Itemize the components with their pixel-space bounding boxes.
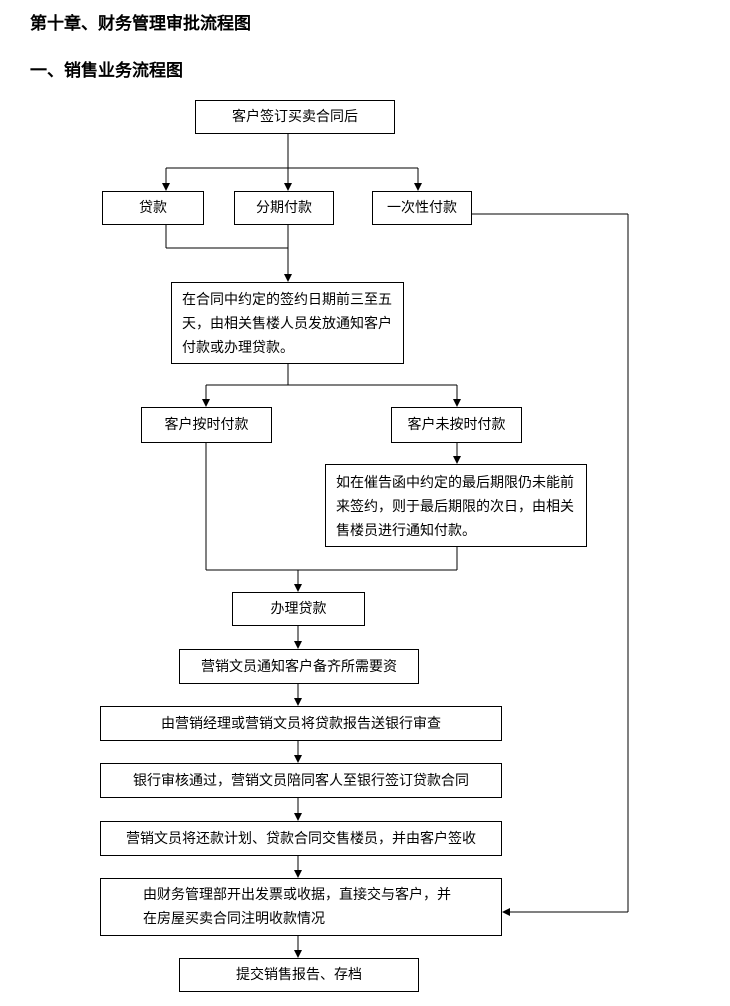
node-label: 客户未按时付款	[407, 417, 506, 433]
node-label: 银行审核通过，营销文员陪同客人至银行签订贷款合同	[133, 772, 469, 789]
node-label: 营销文员通知客户备齐所需要资	[201, 658, 397, 675]
node-label: 在合同中约定的签约日期前三至五天，由相关售楼人员发放通知客户付款或办理贷款。	[182, 292, 392, 356]
node-payment-notice: 在合同中约定的签约日期前三至五天，由相关售楼人员发放通知客户付款或办理贷款。	[171, 282, 404, 364]
node-label: 由财务管理部开出发票或收据，直接交与客户，并在房屋买卖合同注明收款情况	[143, 887, 451, 927]
node-lump-sum: 一次性付款	[372, 191, 472, 225]
node-label: 由营销经理或营销文员将贷款报告送银行审查	[161, 715, 441, 732]
node-label: 如在催告函中约定的最后期限仍未能前来签约，则于最后期限的次日，由相关售楼员进行通…	[336, 474, 574, 539]
node-on-time: 客户按时付款	[141, 407, 272, 443]
node-loan: 贷款	[102, 191, 204, 225]
node-label: 提交销售报告、存档	[236, 967, 362, 983]
node-label: 客户签订买卖合同后	[232, 109, 358, 125]
node-label: 客户按时付款	[164, 417, 249, 433]
node-contract-signed: 客户签订买卖合同后	[195, 100, 395, 134]
node-label: 办理贷款	[270, 601, 327, 617]
node-label: 分期付款	[256, 200, 312, 216]
node-label: 贷款	[139, 200, 167, 216]
node-archive: 提交销售报告、存档	[179, 958, 419, 992]
node-submit-bank: 由营销经理或营销文员将贷款报告送银行审查	[100, 706, 502, 741]
node-bank-approved: 银行审核通过，营销文员陪同客人至银行签订贷款合同	[100, 763, 502, 798]
node-reminder: 如在催告函中约定的最后期限仍未能前来签约，则于最后期限的次日，由相关售楼员进行通…	[325, 464, 587, 547]
node-label: 一次性付款	[387, 200, 457, 216]
node-installment: 分期付款	[234, 191, 334, 225]
node-prepare-docs: 营销文员通知客户备齐所需要资	[179, 649, 419, 684]
node-process-loan: 办理贷款	[232, 592, 365, 626]
node-repayment-plan: 营销文员将还款计划、贷款合同交售楼员，并由客户签收	[100, 821, 502, 856]
node-not-on-time: 客户未按时付款	[391, 407, 522, 443]
chapter-title: 第十章、财务管理审批流程图	[30, 14, 251, 34]
node-label: 营销文员将还款计划、贷款合同交售楼员，并由客户签收	[126, 830, 476, 847]
section-title: 一、销售业务流程图	[30, 61, 183, 81]
node-invoice: 由财务管理部开出发票或收据，直接交与客户，并在房屋买卖合同注明收款情况	[100, 878, 502, 936]
